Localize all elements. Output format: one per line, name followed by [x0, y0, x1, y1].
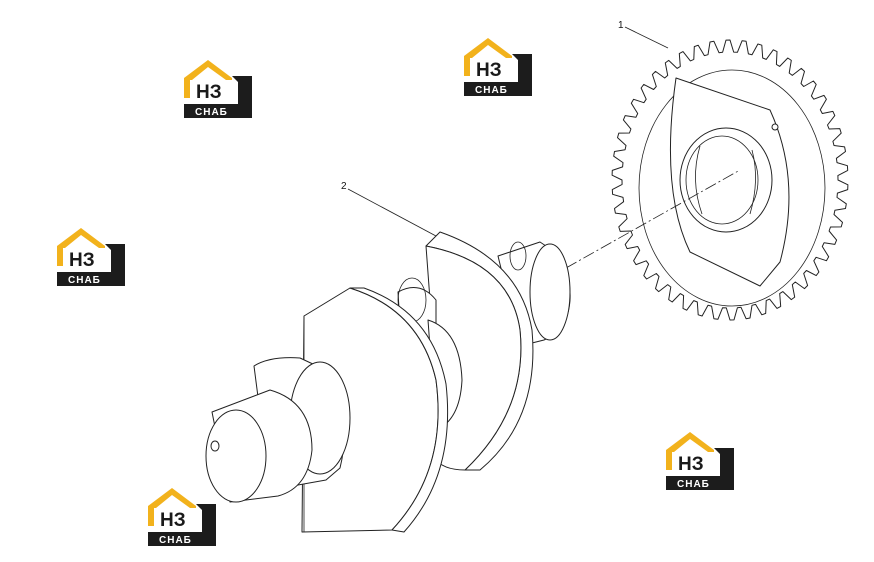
callout-label-crankshaft: 2 — [341, 181, 347, 192]
watermark-logo: НЗ СНАБ — [666, 432, 734, 490]
watermark-bottom-text: СНАБ — [195, 107, 228, 118]
watermark-top-text: НЗ — [69, 250, 95, 271]
watermark-top-text: НЗ — [476, 60, 502, 81]
watermark-logo: НЗ СНАБ — [184, 60, 252, 118]
watermark-top-text: НЗ — [160, 510, 186, 531]
watermark-bottom-text: СНАБ — [159, 535, 192, 546]
watermark-logo: НЗ СНАБ — [148, 488, 216, 546]
watermark-top-text: НЗ — [196, 82, 222, 103]
callout-crankshaft: 2 — [341, 181, 437, 237]
watermark-logo: НЗ СНАБ — [464, 38, 532, 96]
callout-gear: 1 — [618, 20, 669, 49]
watermark-logo: НЗ СНАБ — [57, 228, 125, 286]
axis-center-line — [565, 169, 741, 269]
watermark-bottom-text: СНАБ — [68, 275, 101, 286]
crankshaft — [205, 231, 571, 533]
watermark-bottom-text: СНАБ — [677, 479, 710, 490]
watermark-top-text: НЗ — [678, 454, 704, 475]
callout-label-gear: 1 — [618, 20, 624, 31]
watermark-bottom-text: СНАБ — [475, 85, 508, 96]
timing-gear — [611, 39, 849, 321]
